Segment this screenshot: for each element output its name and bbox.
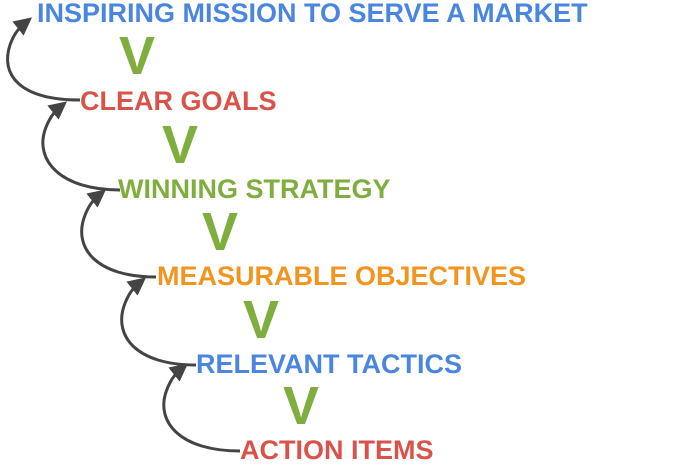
curved-arrow-up-icon <box>162 363 241 453</box>
curved-arrow-up-icon <box>41 101 121 192</box>
curved-arrow-up-icon <box>120 277 197 367</box>
level-objectives: MEASURABLE OBJECTIVES <box>157 261 527 291</box>
level-action-items: ACTION ITEMS <box>240 435 434 465</box>
level-tactics: RELEVANT TACTICS <box>196 349 462 379</box>
chevron-down-icon: V <box>243 290 280 350</box>
level-goals: CLEAR GOALS <box>80 86 277 116</box>
chevron-down-icon: V <box>119 26 156 86</box>
level-strategy: WINNING STRATEGY <box>118 174 391 204</box>
curved-arrow-up-icon <box>80 189 157 279</box>
level-mission: INSPIRING MISSION TO SERVE A MARKET <box>37 0 588 28</box>
chevron-down-icon: V <box>202 202 239 262</box>
curved-arrow-up-icon <box>6 17 81 102</box>
chevron-down-icon: V <box>283 376 320 436</box>
chevron-down-icon: V <box>162 115 199 175</box>
